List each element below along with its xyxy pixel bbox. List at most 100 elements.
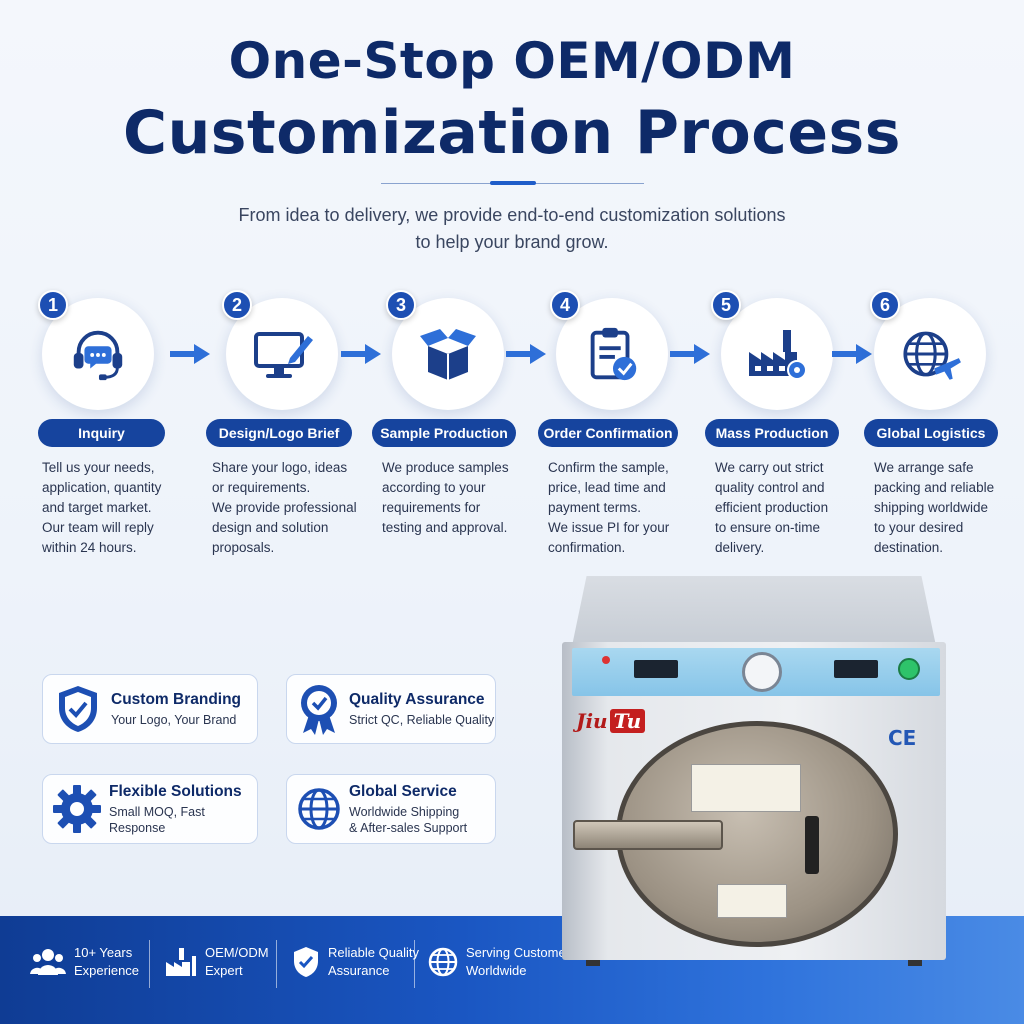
gear-icon	[53, 785, 101, 833]
shield-check-icon	[59, 686, 97, 732]
stat-line-1: OEM/ODM	[205, 945, 269, 960]
step-description-line: efficient production	[715, 500, 829, 515]
stat-line-2: Expert	[205, 963, 243, 978]
door-latch	[805, 816, 819, 874]
page-title-line-2: Customization Process	[123, 98, 901, 168]
step-description-line: We produce samples	[382, 460, 509, 475]
stat-line-2: Experience	[74, 963, 140, 978]
headset-chat-icon	[73, 330, 123, 381]
step-number-badge: 3	[386, 290, 416, 320]
step-description: Share your logo, ideas or requirements. …	[212, 458, 357, 558]
arrow-right-icon	[832, 344, 872, 364]
factory-icon	[166, 948, 196, 976]
door-handle	[573, 820, 723, 850]
step-title: Design/Logo Brief	[206, 419, 352, 447]
page-title-line-1: One-Stop OEM/ODM	[228, 32, 796, 90]
globe-icon	[298, 788, 340, 830]
feature-subtitle: Strict QC, Reliable Quality	[349, 712, 495, 727]
arrow-right-icon	[341, 344, 381, 364]
feature-card-global-service: Global Service Worldwide Shipping & Afte…	[286, 774, 496, 844]
stat-divider	[414, 940, 415, 988]
feature-card-flexible-solutions: Flexible Solutions Small MOQ, Fast Respo…	[42, 774, 258, 844]
step-icon-circle	[721, 298, 833, 410]
brand-part-2: Tu	[609, 709, 646, 733]
indicator-light	[602, 656, 610, 664]
title-divider-accent	[490, 181, 536, 185]
step-description-line: We issue PI for your	[548, 520, 670, 535]
ce-mark: CE	[888, 726, 917, 750]
brand-part-1: Jiu	[576, 709, 608, 733]
step-number-badge: 1	[38, 290, 68, 320]
award-medal-icon	[301, 685, 337, 735]
stat-line-1: Serving Customers	[466, 945, 577, 960]
stat-divider	[276, 940, 277, 988]
step-description-line: or requirements.	[212, 480, 311, 495]
step-description-line: destination.	[874, 540, 944, 555]
step-description-line: shipping worldwide	[874, 500, 989, 515]
machine-door	[573, 721, 898, 947]
team-icon	[30, 949, 66, 975]
display-left	[634, 660, 678, 678]
step-description: We carry out strict quality control and …	[715, 458, 828, 558]
stat-line-1: Reliable Quality	[328, 945, 420, 960]
feature-subtitle: Worldwide Shipping	[349, 804, 460, 819]
step-number-badge: 5	[711, 290, 741, 320]
arrow-right-icon	[670, 344, 710, 364]
step-number-badge: 4	[550, 290, 580, 320]
stat-divider	[149, 940, 150, 988]
step-description-line: design and solution	[212, 520, 329, 535]
feature-subtitle: Small MOQ, Fast Response	[109, 804, 205, 835]
pressure-gauge	[742, 652, 782, 692]
step-description-line: Confirm the sample,	[548, 460, 669, 475]
stat-experience: 10+ Years Experience	[30, 944, 139, 980]
step-description-line: packing and reliable	[874, 480, 995, 495]
step-title: Global Logistics	[864, 419, 998, 447]
step-description-line: We arrange safe	[874, 460, 974, 475]
display-right	[834, 660, 878, 678]
stat-oem-odm: OEM/ODM Expert	[165, 944, 269, 980]
step-description-line: within 24 hours.	[42, 540, 137, 555]
step-description-line: quality control and	[715, 480, 825, 495]
step-description: We produce samples according to your req…	[382, 458, 509, 538]
step-title: Inquiry	[38, 419, 165, 447]
step-description-line: to ensure on-time	[715, 520, 821, 535]
step-description-line: requirements for	[382, 500, 481, 515]
globe-icon	[428, 947, 458, 977]
shield-check-icon	[294, 947, 318, 977]
step-number-badge: 6	[870, 290, 900, 320]
step-description: We arrange safe packing and reliable shi…	[874, 458, 994, 558]
step-description-line: Our team will reply	[42, 520, 154, 535]
step-description-line: delivery.	[715, 540, 765, 555]
step-description-line: to your desired	[874, 520, 964, 535]
stat-line-2: Worldwide	[466, 963, 527, 978]
feature-title: Quality Assurance	[349, 690, 485, 708]
feature-card-quality-assurance: Quality Assurance Strict QC, Reliable Qu…	[286, 674, 496, 744]
machine-top	[572, 576, 936, 646]
step-icon-circle	[556, 298, 668, 410]
step-description: Confirm the sample, price, lead time and…	[548, 458, 669, 558]
step-description-line: Share your logo, ideas	[212, 460, 348, 475]
subtitle-line-1: From idea to delivery, we provide end-to…	[238, 205, 786, 225]
globe-plane-icon	[903, 331, 961, 380]
step-icon-circle	[392, 298, 504, 410]
step-description: Tell us your needs, application, quantit…	[42, 458, 161, 558]
step-description-line: and target market.	[42, 500, 152, 515]
step-title: Mass Production	[705, 419, 839, 447]
step-number-badge: 2	[222, 290, 252, 320]
step-description-line: proposals.	[212, 540, 275, 555]
stat-quality: Reliable Quality Assurance	[292, 944, 419, 980]
arrow-right-icon	[170, 344, 210, 364]
feature-subtitle: & After-sales Support	[349, 820, 468, 835]
stat-worldwide: Serving Customers Worldwide	[428, 944, 577, 980]
clipboard-check-icon	[590, 327, 637, 381]
subtitle-line-2: to help your brand grow.	[415, 232, 609, 252]
machine-control-panel	[572, 648, 940, 696]
monitor-pencil-icon	[254, 332, 313, 378]
warning-label-top	[691, 764, 801, 812]
stat-line-2: Assurance	[328, 963, 390, 978]
feature-card-custom-branding: Custom Branding Your Logo, Your Brand	[42, 674, 258, 744]
step-description-line: We carry out strict	[715, 460, 824, 475]
feature-subtitle: Your Logo, Your Brand	[111, 712, 237, 727]
feature-title: Flexible Solutions	[109, 782, 242, 800]
